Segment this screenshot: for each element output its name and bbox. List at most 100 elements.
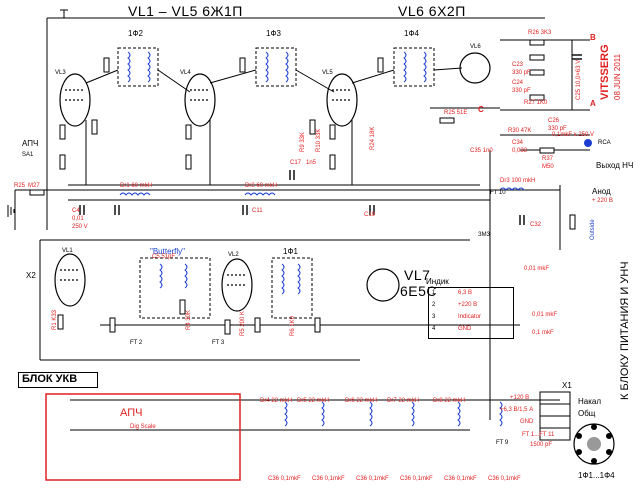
ft3-label: FT 3 (212, 340, 225, 346)
anode-label: Анод (592, 187, 611, 196)
ft-value: 1500 pF (530, 442, 553, 448)
r30-label: R30 47K (508, 128, 532, 134)
r25b-label: R25 51Е (444, 110, 468, 116)
b-mark: B (590, 33, 596, 42)
x1-row: GND (520, 419, 534, 425)
if-label-f1: 1Ф1 (283, 247, 298, 256)
indicator-row-num: 2 (432, 302, 436, 308)
choke-label: Dr6 22 mkH (345, 398, 378, 404)
x1-row: +120 В (510, 395, 530, 401)
anode-voltage: + 220 В (592, 198, 613, 204)
x2-label: X2 (26, 271, 36, 280)
cap-nf1-label: 0,1 mkF (532, 330, 554, 336)
indicator-connector (428, 287, 514, 339)
r25-label: R25 (14, 183, 26, 189)
indicator-row-num: 1 (432, 290, 436, 296)
tubes (54, 52, 491, 312)
cap-label: C36 0,1mkF (356, 476, 389, 482)
r37-label: R37 (542, 156, 554, 162)
indicator-row-num: 3 (432, 314, 436, 320)
c5-label: C5 51pF (152, 254, 176, 260)
c19-label: C19 (364, 212, 376, 218)
cap-label: C36 0,1mkF (400, 476, 433, 482)
outside-label: Outside (590, 219, 596, 240)
x1-label: X1 (562, 381, 572, 390)
wiring (7, 9, 590, 481)
c4-value: 0,01 (72, 216, 84, 222)
tube-label-vl3: VL3 (55, 70, 66, 76)
c23-label: C23 (512, 62, 524, 68)
output-label: Выход НЧ (596, 161, 634, 170)
c32-label: C32 (530, 222, 542, 228)
cap-nf01b-label: 0,01 mkF (532, 312, 558, 318)
if-label-f4: 1Ф4 (404, 29, 419, 38)
r10-label: R10 33К (316, 129, 322, 152)
c17-label: C17 (290, 160, 302, 166)
x1-side-top: Накал (578, 397, 602, 406)
choke-label: Dr5 22 mkH (297, 398, 330, 404)
ft10-label: FT 10 (490, 190, 506, 196)
rca-label: RCA (598, 140, 611, 146)
cap-label: C36 0,1mkF (444, 476, 477, 482)
zm3-label: ЗМ3 (478, 232, 490, 238)
choke-label: Dr1 60 mkH (120, 183, 153, 189)
indicator-row-num: 4 (432, 326, 436, 332)
cap-nf01-label: 0,01 mkF (524, 266, 550, 272)
tubes-title: VL1 – VL5 6Ж1П (128, 3, 243, 19)
r37-value: M50 (542, 164, 554, 170)
c34-label: C34 (512, 140, 524, 146)
m27-label: M27 (28, 183, 40, 189)
tube-label-vl4: VL4 (180, 70, 191, 76)
resistors (29, 39, 576, 335)
rca-jack (584, 139, 592, 147)
c35-label: C35 1n0 (470, 148, 493, 154)
a-mark: A (590, 99, 596, 108)
choke-label: Dr3 100 mkH (500, 178, 536, 184)
choke-label: Dr7 22 mkH (387, 398, 420, 404)
c34-value: 0,033 (512, 148, 528, 154)
x1-row: +6,3 В/1,5 А (500, 407, 534, 413)
choke-label: Dr2 60 mkH (245, 183, 278, 189)
r6-label: R6 1K0 (290, 315, 296, 336)
choke-label: Dr4 22 mkH (260, 398, 293, 404)
c17-value: 1n5 (306, 160, 317, 166)
tube-socket (573, 423, 615, 465)
indicator-row-label: 6,3 В (458, 290, 473, 296)
output-cap-label: 0,1mkF x 250 V (552, 132, 595, 138)
cap-label: C36 0,1mkF (312, 476, 345, 482)
butterfly-label: "Butterfly" (150, 247, 186, 256)
apch-box-title: АПЧ (120, 407, 143, 419)
c26-value: 330 pF (548, 126, 567, 132)
r9-label: R9 33К (300, 132, 306, 152)
vl6-title: VL6 6Х2П (398, 3, 466, 19)
vl7-name: VL7 (404, 267, 431, 283)
tube-label-vl1: VL1 (62, 248, 73, 254)
r24-label: R24 18K (370, 126, 376, 150)
tube-label-vl2: VL2 (228, 252, 239, 258)
c11-label: C11 (252, 208, 263, 214)
x1-side-bottom: Общ (578, 409, 596, 418)
r26-label: R26 3K3 (528, 30, 552, 36)
power-side-label: К БЛОКУ ПИТАНИЯ И УНЧ (619, 261, 631, 400)
c-mark: C (478, 105, 484, 114)
indicator-row-label: Indicator (458, 314, 482, 320)
tube-label-vl6: VL6 (470, 44, 481, 50)
c23-value: 330 pF (512, 70, 531, 76)
c4-voltage: 250 V (72, 224, 88, 230)
r1-label: R1 K33 (52, 309, 58, 330)
c24-value: 330 pF (512, 88, 531, 94)
c24-label: C24 (512, 80, 524, 86)
if-label-f2: 1Ф2 (128, 29, 143, 38)
cap-label: C36 0,1mkF (268, 476, 301, 482)
if-label-f3: 1Ф3 (266, 29, 281, 38)
indicator-title: Индик (426, 277, 449, 286)
capacitors (79, 54, 582, 225)
c4-label: C4 (72, 208, 80, 214)
date-label: 08 JUN 2011 (613, 53, 622, 100)
ft2-label: FT 2 (130, 340, 143, 346)
ukv-block-label: БЛОК УКВ (22, 373, 78, 385)
tube-label-vl5: VL5 (322, 70, 333, 76)
vl7-type: 6Е5С (400, 283, 438, 299)
apch-box-subtitle: Dig Scale (130, 424, 156, 430)
